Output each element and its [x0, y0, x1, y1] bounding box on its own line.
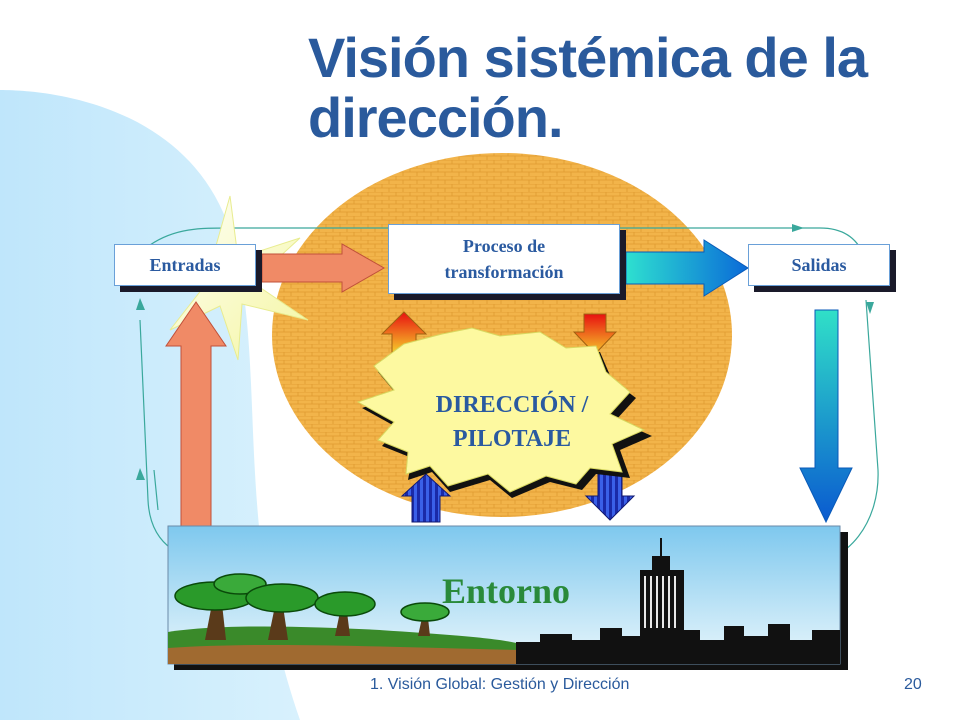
- environment-up-arrow: [400, 473, 452, 523]
- inputs-label: Entradas: [149, 255, 221, 275]
- environment-scene: Entorno: [167, 525, 848, 670]
- environment-label: Entorno: [442, 571, 570, 611]
- trees-icon: [174, 573, 450, 640]
- inputs-box: Entradas: [114, 244, 256, 286]
- management-label-line1: DIRECCIÓN /: [436, 391, 589, 418]
- management-burst: DIRECCIÓN / PILOTAJE: [356, 327, 652, 498]
- outputs-label: Salidas: [791, 255, 847, 275]
- control-down-arrow: [572, 313, 618, 355]
- process-label-line2: transformación: [444, 262, 564, 282]
- output-down-arrow: [799, 309, 853, 524]
- page-number: 20: [904, 676, 922, 693]
- slide-title: Visión sistémica de la dirección.: [308, 26, 868, 149]
- process-box: Proceso de transformación: [388, 224, 620, 294]
- management-label-line2: PILOTAJE: [453, 426, 571, 452]
- output-arrow: [625, 239, 749, 297]
- feedback-up-arrow: [165, 301, 227, 529]
- outputs-box: Salidas: [748, 244, 890, 286]
- environment-down-arrow: [584, 473, 636, 521]
- city-skyline-icon: [516, 538, 840, 664]
- process-label-line1: Proceso de: [462, 236, 546, 256]
- slide-footer: 1. Visión Global: Gestión y Dirección: [370, 676, 630, 693]
- input-arrow: [261, 243, 386, 293]
